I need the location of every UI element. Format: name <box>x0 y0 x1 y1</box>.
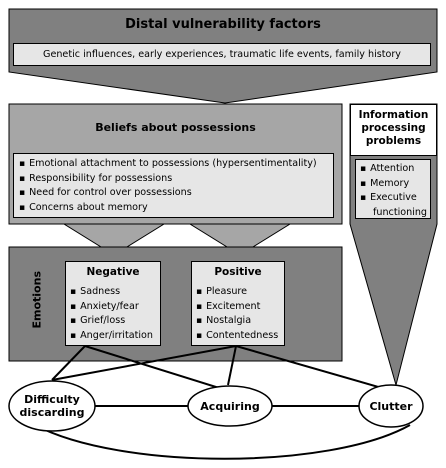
negative-item: Anxiety/fear <box>70 300 153 315</box>
emotions-shape <box>8 246 343 362</box>
info-title-line: processing <box>361 122 426 134</box>
positive-title: Positive <box>214 266 262 278</box>
distal-title: Distal vulnerability factors <box>125 17 321 32</box>
beliefs-item: Emotional attachment to possessions (hyp… <box>19 157 317 172</box>
beliefs-item: Concerns about memory <box>19 201 317 216</box>
acquiring-node <box>187 385 273 427</box>
beliefs-list-box: Emotional attachment to possessions (hyp… <box>13 153 334 218</box>
difficulty-line: Difficulty <box>24 393 80 406</box>
positive-item: Pleasure <box>196 285 278 300</box>
info-item: Executive <box>360 191 427 206</box>
info-title-box: Information processing problems <box>350 104 437 156</box>
positive-item: Nostalgia <box>196 314 278 329</box>
negative-emotions-box: Negative Sadness Anxiety/fear Grief/loss… <box>65 261 161 346</box>
beliefs-item: Need for control over possessions <box>19 186 317 201</box>
beliefs-arrow-right <box>188 223 292 256</box>
positive-item: Excitement <box>196 300 278 315</box>
distal-subtitle: Genetic influences, early experiences, t… <box>43 49 401 60</box>
negative-item: Sadness <box>70 285 153 300</box>
info-list: Attention Memory Executive functioning <box>360 162 427 220</box>
beliefs-title: Beliefs about possessions <box>95 121 256 134</box>
info-title-line: problems <box>365 135 422 147</box>
clutter-label: Clutter <box>369 400 413 413</box>
negative-list: Sadness Anxiety/fear Grief/loss Anger/ir… <box>70 285 153 343</box>
info-item: functioning <box>373 206 428 218</box>
positive-list: Pleasure Excitement Nostalgia Contentedn… <box>196 285 278 343</box>
beliefs-list: Emotional attachment to possessions (hyp… <box>19 157 317 215</box>
emotions-label: Emotions <box>30 271 44 329</box>
connector-lines <box>34 345 411 460</box>
info-list-box: Attention Memory Executive functioning <box>355 159 431 219</box>
difficulty-discarding-label: Difficulty discarding <box>9 393 95 419</box>
beliefs-arrow-left <box>62 223 166 256</box>
difficulty-discarding-node <box>8 380 96 432</box>
negative-item: Grief/loss <box>70 314 153 329</box>
acquiring-label: Acquiring <box>200 400 260 413</box>
distal-subtitle-box: Genetic influences, early experiences, t… <box>13 43 431 66</box>
negative-item: Anger/irritation <box>70 329 153 344</box>
beliefs-item: Responsibility for possessions <box>19 172 317 187</box>
info-title-line: Information <box>358 109 429 121</box>
info-title: Information processing problems <box>351 105 436 148</box>
difficulty-line: discarding <box>19 406 85 419</box>
positive-emotions-box: Positive Pleasure Excitement Nostalgia C… <box>191 261 285 346</box>
negative-title: Negative <box>86 266 140 278</box>
info-item: Attention <box>360 162 427 177</box>
info-item: Memory <box>360 177 427 192</box>
positive-item: Contentedness <box>196 329 278 344</box>
clutter-node <box>358 384 424 428</box>
